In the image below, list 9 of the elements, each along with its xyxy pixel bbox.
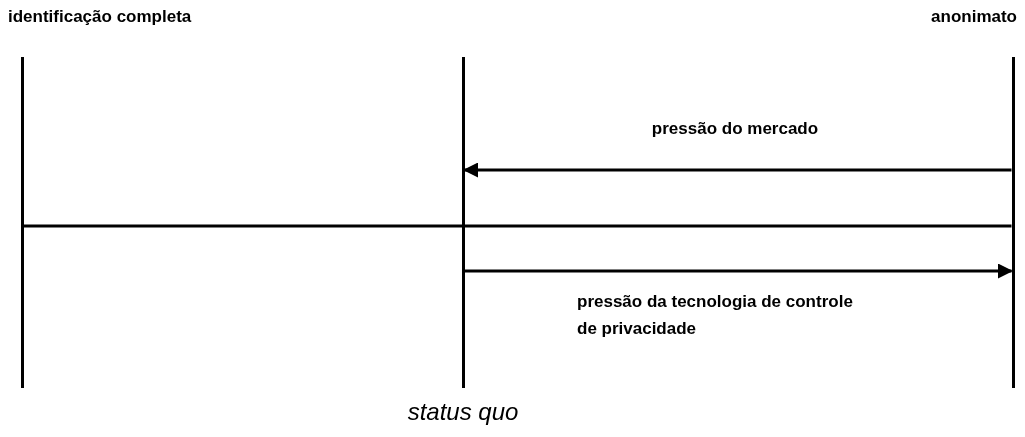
connector-line bbox=[23, 224, 1012, 228]
axis-label: anonimato bbox=[931, 6, 1017, 28]
arrow bbox=[464, 263, 1013, 279]
axis-label: identificação completa bbox=[8, 6, 192, 28]
vertical-line bbox=[20, 57, 24, 388]
vertical-line bbox=[1011, 57, 1015, 388]
axis-label: status quo bbox=[406, 397, 520, 427]
arrow bbox=[463, 162, 1012, 178]
vertical-line bbox=[461, 57, 465, 388]
